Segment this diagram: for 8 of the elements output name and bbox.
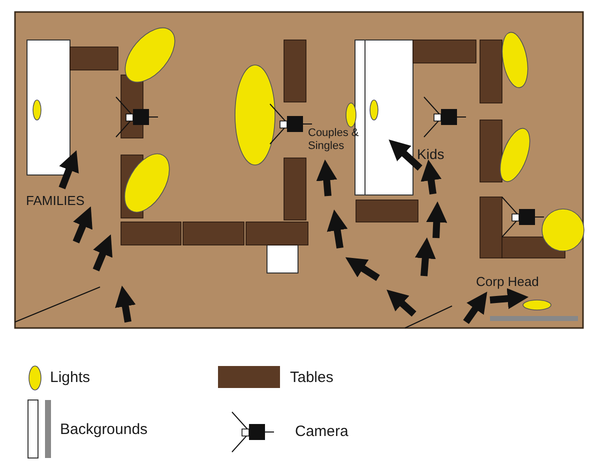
area-label: Corp Head <box>476 274 539 289</box>
area-label: FAMILIES <box>26 193 85 208</box>
legend-label: Backgrounds <box>60 421 148 438</box>
legend-label: Camera <box>295 423 348 440</box>
legend-label: Lights <box>50 369 90 386</box>
area-label: Kids <box>417 146 444 162</box>
legend-label: Tables <box>290 369 334 386</box>
area-label: Couples & Singles <box>308 127 360 153</box>
